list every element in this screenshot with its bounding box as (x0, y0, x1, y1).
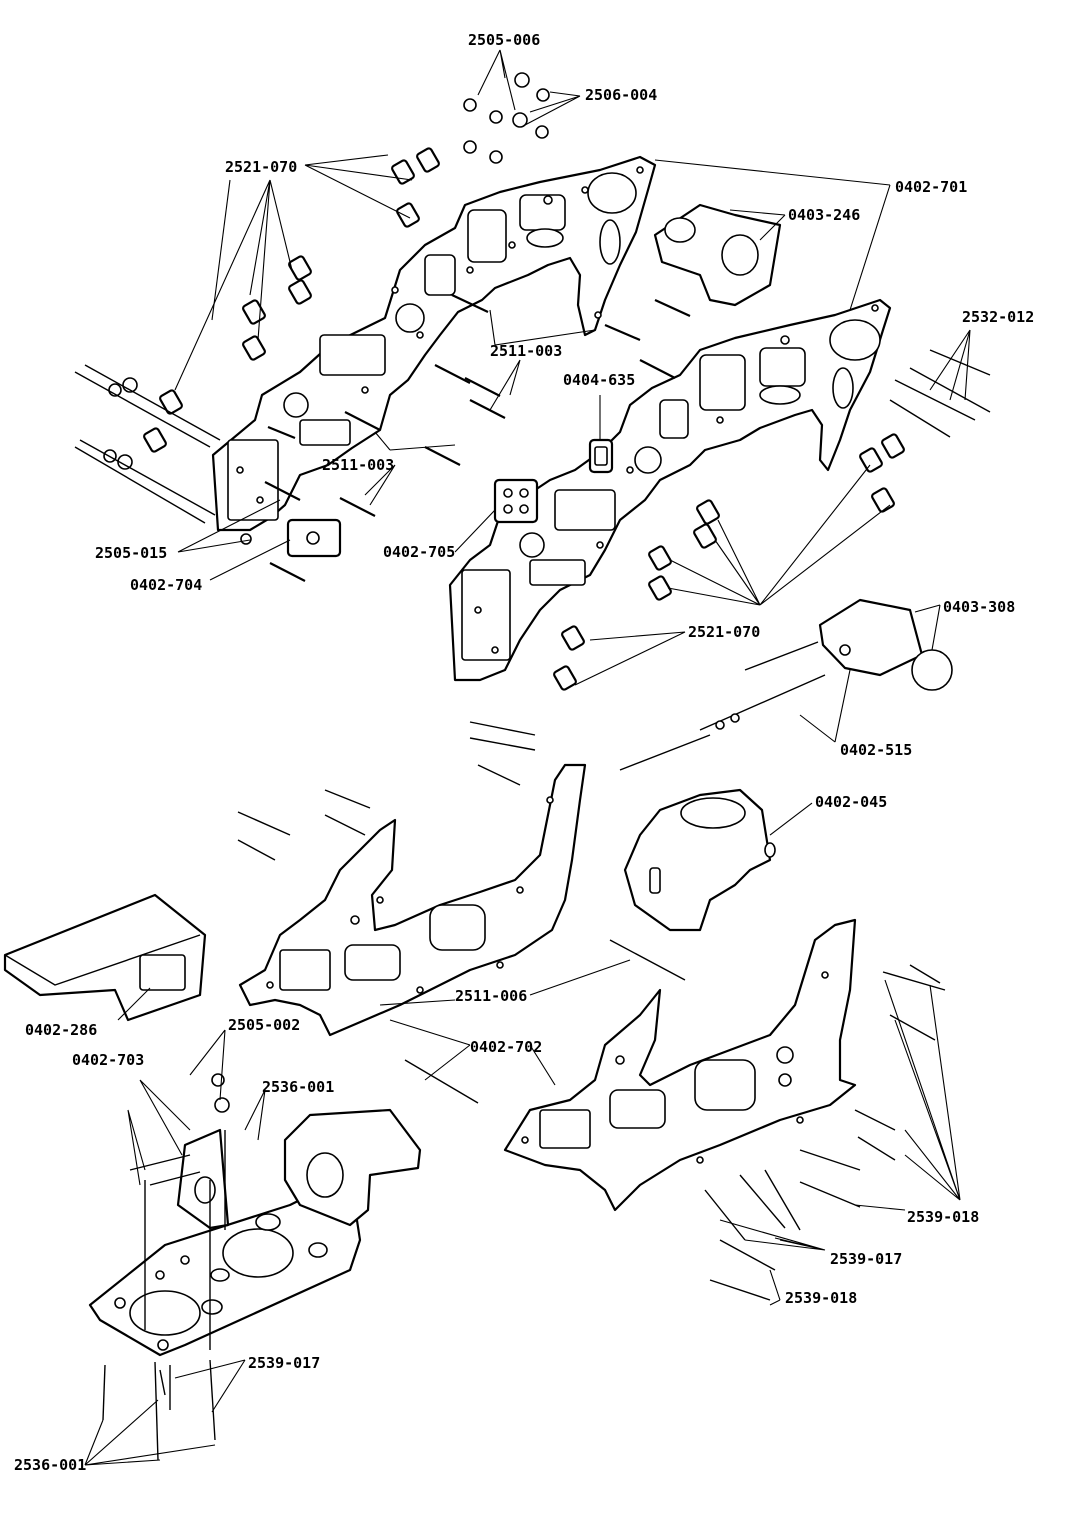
label-0402-701: 0402-701 (895, 178, 967, 196)
label-2511-003-upper: 2511-003 (490, 342, 562, 360)
tail-gearbox (818, 598, 953, 691)
label-0402-705: 0402-705 (383, 543, 455, 561)
belt-guide (653, 203, 782, 307)
lower-right-side-frame (503, 918, 857, 1212)
servo-tray-bracket (176, 1128, 230, 1230)
label-2511-006: 2511-006 (455, 987, 527, 1005)
label-2539-018-upper: 2539-018 (907, 1208, 979, 1226)
label-2506-004: 2506-004 (585, 86, 657, 104)
label-2511-003-lower: 2511-003 (322, 456, 394, 474)
label-0403-246: 0403-246 (788, 206, 860, 224)
label-2505-015: 2505-015 (95, 544, 167, 562)
label-0402-515: 0402-515 (840, 741, 912, 759)
part-labels: 2505-006 2506-004 2521-070 0402-701 0403… (14, 31, 1034, 1474)
label-2536-001-lower: 2536-001 (14, 1456, 86, 1474)
bolts (74, 349, 991, 1461)
label-0402-703: 0402-703 (72, 1051, 144, 1069)
spacers (143, 147, 905, 691)
label-2539-017-right: 2539-017 (830, 1250, 902, 1268)
linkage-rods (619, 641, 826, 771)
small-blocks (286, 438, 614, 558)
label-2521-070-mid: 2521-070 (688, 623, 760, 641)
label-0402-704: 0402-704 (130, 576, 202, 594)
label-0402-286: 0402-286 (25, 1021, 97, 1039)
label-0402-702: 0402-702 (470, 1038, 542, 1056)
label-2521-070-top: 2521-070 (225, 158, 297, 176)
label-0404-635: 0404-635 (563, 371, 635, 389)
label-2505-006: 2505-006 (468, 31, 540, 49)
leader-lines (84, 49, 971, 1466)
radio-tray (3, 893, 207, 1022)
bottom-plate (88, 1108, 422, 1357)
label-2532-012: 2532-012 (962, 308, 1034, 326)
upper-right-side-frame (448, 298, 892, 682)
label-2505-002: 2505-002 (228, 1016, 300, 1034)
lower-left-side-frame (238, 763, 587, 1037)
label-0402-045: 0402-045 (815, 793, 887, 811)
label-2536-001-upper: 2536-001 (262, 1078, 334, 1096)
main-housing (623, 788, 776, 932)
long-spacers (264, 294, 691, 582)
upper-left-side-frame (211, 155, 657, 532)
label-2539-017-left: 2539-017 (248, 1354, 320, 1372)
label-2539-018-lower: 2539-018 (785, 1289, 857, 1307)
label-0403-308: 0403-308 (943, 598, 1015, 616)
nuts-and-washers (103, 72, 550, 1113)
